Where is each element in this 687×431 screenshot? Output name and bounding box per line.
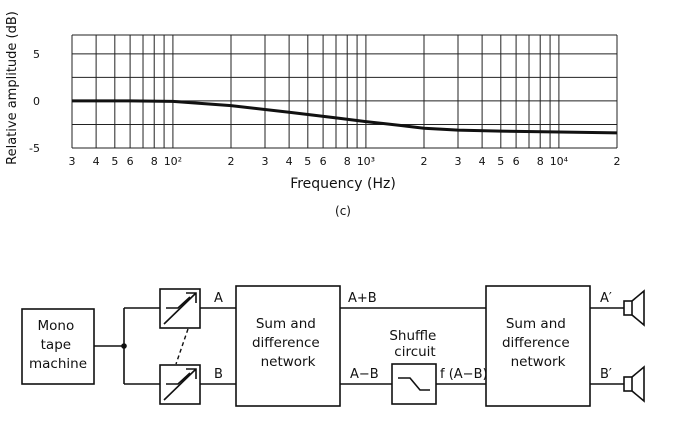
- chart-y-axis-label: Relative amplitude (dB): [5, 11, 20, 165]
- sum-difference-network-2-label: Sum and difference network: [502, 316, 574, 370]
- chart-x-tick-label: 8: [344, 155, 351, 168]
- sum-difference-network-2: [485, 285, 591, 407]
- shelf-filter-icon: [398, 377, 430, 391]
- block-diagram: Mono tape machine A B Sum and difference…: [21, 285, 645, 407]
- chart-y-tick-labels: 5 0 -5: [29, 48, 40, 155]
- variable-gain-b-icon: [163, 368, 197, 401]
- chart-x-tick-label: 5: [304, 155, 311, 168]
- split-wire: [123, 307, 160, 385]
- chart-x-tick-label: 2: [228, 155, 235, 168]
- chart-x-tick-label: 4: [93, 155, 100, 168]
- chart-horizontal-gridlines: [72, 34, 617, 149]
- chart-y-tick-label: 0: [33, 95, 40, 108]
- figure-caption: (c): [335, 204, 351, 218]
- chart-x-tick-label: 10³: [357, 155, 375, 168]
- label-a-prime: A′: [600, 291, 612, 306]
- label-a-minus-b: A−B: [350, 367, 379, 382]
- chart-x-tick-label: 8: [537, 155, 544, 168]
- chart-x-tick-label: 4: [479, 155, 486, 168]
- chart-x-tick-label: 3: [69, 155, 76, 168]
- shuffle-circuit-label: Shuffle circuit: [389, 328, 440, 360]
- chart-x-tick-label: 5: [497, 155, 504, 168]
- label-a: A: [214, 291, 223, 306]
- ganged-link-dashed: [175, 328, 189, 365]
- chart-x-tick-label: 8: [151, 155, 158, 168]
- chart-series-line: [72, 99, 618, 135]
- loudspeaker-a-icon: [623, 289, 645, 327]
- chart-y-tick-label: -5: [29, 142, 40, 155]
- chart-x-tick-label: 2: [421, 155, 428, 168]
- sum-difference-network-1-label: Sum and difference network: [252, 316, 324, 370]
- chart-x-axis-label: Frequency (Hz): [290, 176, 396, 192]
- chart-x-tick-label: 5: [111, 155, 118, 168]
- chart-x-tick-label: 10²: [164, 155, 182, 168]
- mono-tape-machine-label: Mono tape machine: [29, 318, 87, 372]
- chart-x-tick-label: 2: [614, 155, 621, 168]
- chart-y-tick-label: 5: [33, 48, 40, 61]
- label-b: B: [214, 367, 223, 382]
- chart-x-tick-label: 4: [286, 155, 293, 168]
- chart-x-tick-label: 6: [513, 155, 520, 168]
- variable-gain-a-icon: [163, 292, 197, 325]
- sum-difference-network-1: [235, 285, 341, 407]
- chart-x-tick-label: 3: [261, 155, 268, 168]
- chart-x-tick-label: 3: [454, 155, 461, 168]
- loudspeaker-b-icon: [623, 365, 645, 403]
- chart-x-tick-label: 6: [320, 155, 327, 168]
- label-f-a-minus-b: f (A−B): [440, 367, 488, 382]
- chart-x-tick-label: 10⁴: [550, 155, 569, 168]
- label-a-plus-b: A+B: [348, 291, 377, 306]
- label-b-prime: B′: [600, 367, 612, 382]
- chart-x-tick-label: 6: [127, 155, 134, 168]
